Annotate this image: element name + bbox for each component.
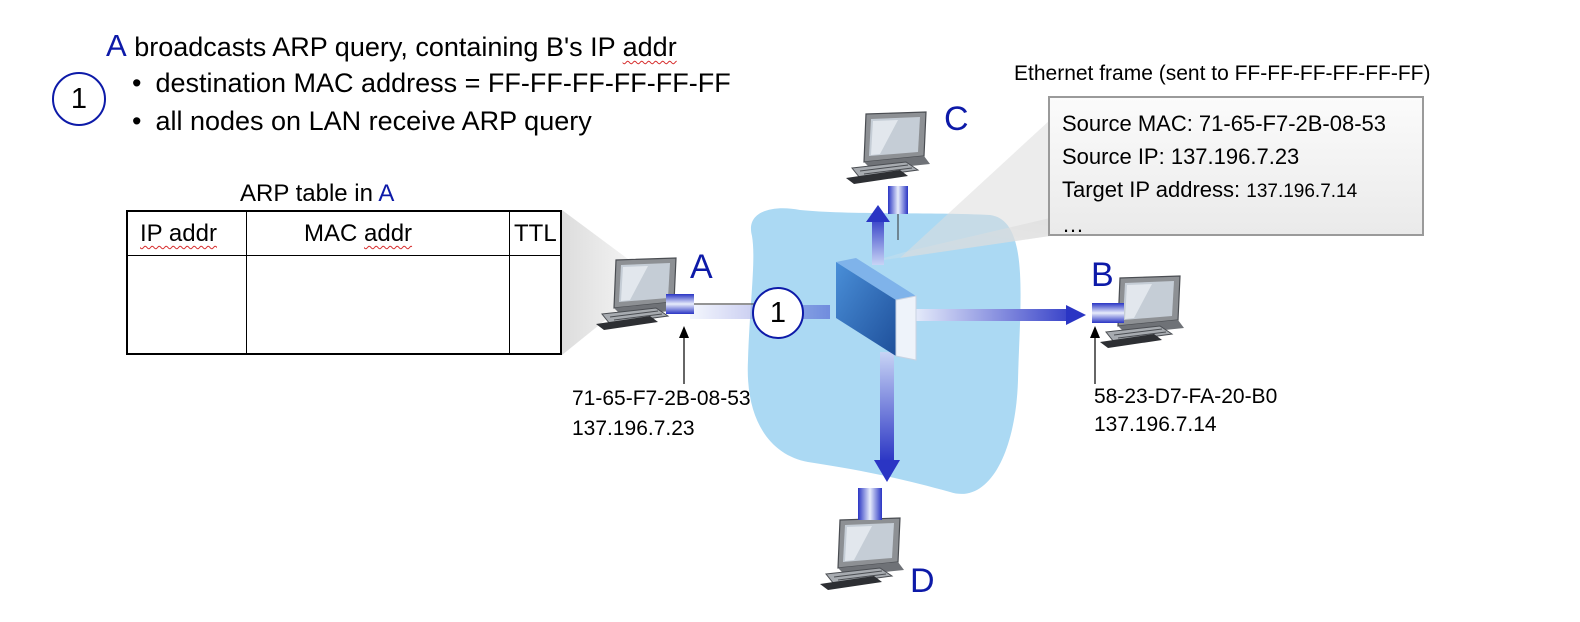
bullet-destination-mac: destination MAC address = FF-FF-FF-FF-FF… <box>132 68 730 99</box>
link-d <box>880 352 894 462</box>
column-ip-addr: IP addr <box>140 220 217 247</box>
node-label-d: D <box>910 562 935 600</box>
arrow-to-d <box>874 460 900 482</box>
host-c <box>845 111 931 185</box>
ethernet-frame-box: Source MAC: 71-65-F7-2B-08-53 Source IP:… <box>1048 96 1424 237</box>
node-label-c: C <box>944 100 969 138</box>
heading-text-end: addr <box>622 32 677 62</box>
column-ttl: TTL <box>514 220 557 247</box>
host-b-mac: 58-23-D7-FA-20-B0 <box>1094 385 1278 408</box>
host-b-ip: 137.196.7.14 <box>1094 413 1217 436</box>
arp-table: IP addr MAC addr TTL <box>126 210 562 355</box>
frame-title: Ethernet frame (sent to FF-FF-FF-FF-FF-F… <box>1014 62 1431 85</box>
arp-table-callout <box>562 210 640 355</box>
lan-cloud <box>747 208 1021 494</box>
arrow-to-b <box>1066 305 1086 325</box>
node-label-b: B <box>1091 256 1114 294</box>
frame-source-ip: Source IP: 137.196.7.23 <box>1062 144 1300 169</box>
step-number-on-link: 1 <box>752 287 804 339</box>
port-b <box>1092 303 1124 323</box>
arp-table-title: ARP table in A <box>240 180 394 208</box>
switch <box>836 258 917 361</box>
column-mac-addr: MAC addr <box>304 220 413 247</box>
port-d <box>858 488 882 520</box>
host-d <box>819 517 905 591</box>
link-c <box>872 215 884 265</box>
port-a <box>666 294 694 314</box>
port-c <box>888 186 908 214</box>
heading-text: broadcasts ARP query, containing B's IP <box>126 32 623 62</box>
arrow-to-c <box>866 205 890 222</box>
heading: A broadcasts ARP query, containing B's I… <box>106 28 677 64</box>
heading-node: A <box>106 28 127 63</box>
frame-target-ip: Target IP address: 137.196.7.14 <box>1062 177 1358 202</box>
frame-ellipsis: … <box>1062 212 1084 237</box>
frame-source-mac: Source MAC: 71-65-F7-2B-08-53 <box>1062 111 1387 136</box>
node-label-a: A <box>690 248 713 286</box>
arp-table-title-text: ARP table in <box>240 180 379 207</box>
host-a-mac: 71-65-F7-2B-08-53 <box>572 387 751 410</box>
step-number-badge: 1 <box>52 72 106 126</box>
link-b <box>912 309 1072 321</box>
host-a-ip: 137.196.7.23 <box>572 417 695 440</box>
bullet-all-nodes: all nodes on LAN receive ARP query <box>132 106 591 137</box>
arp-table-title-node: A <box>378 180 395 207</box>
